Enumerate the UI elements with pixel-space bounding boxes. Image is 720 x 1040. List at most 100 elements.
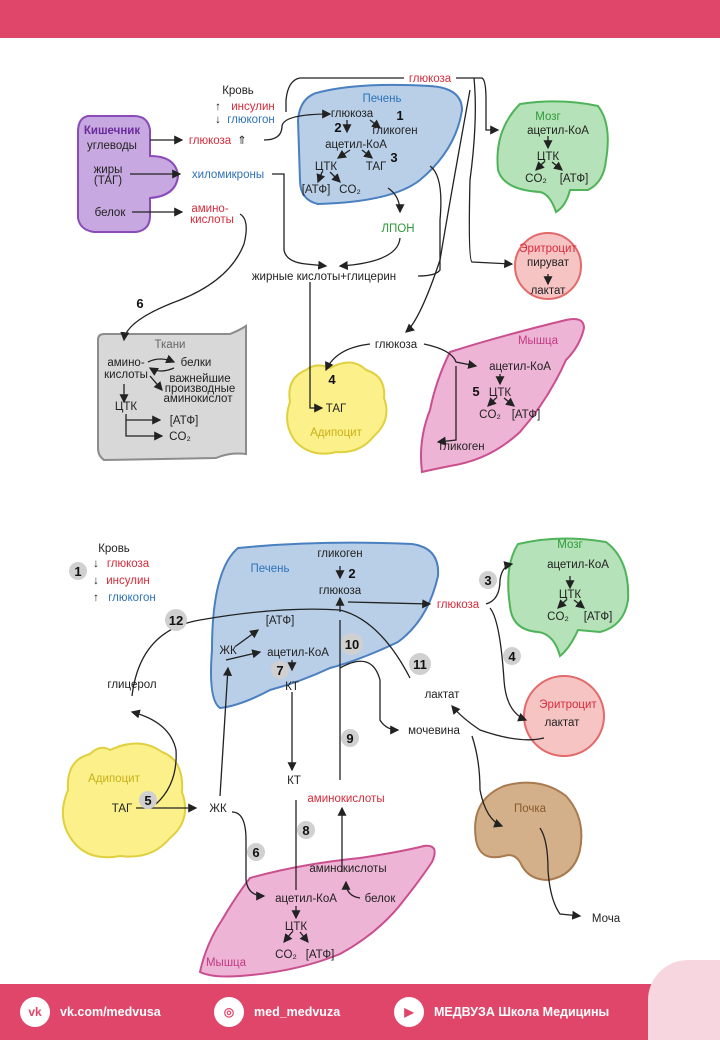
double-arrow-icon: ⇑	[237, 135, 247, 147]
tissues-deriv-3: аминокислот	[164, 393, 234, 405]
bottom-step-3: 3	[484, 573, 491, 588]
bottom-muscle-aa: аминокислоты	[309, 863, 386, 875]
bottom-step-9: 9	[346, 731, 353, 746]
tissues-proteins: белки	[181, 357, 212, 369]
up-arrow-icon: ↑	[215, 101, 221, 113]
bottom-jk-label: ЖК	[209, 803, 227, 815]
muscle-glucose-top: глюкоза	[375, 339, 418, 351]
liver-tck: ЦТК	[315, 161, 338, 173]
liver-title-top: Печень	[362, 93, 401, 105]
lactate-label: лактат	[425, 689, 461, 701]
muscle-acetylcoa: ацетил-КоА	[489, 361, 551, 373]
bottom-step-12: 12	[169, 613, 183, 628]
bottom-blood-label: Кровь	[98, 543, 130, 555]
muscle-atp: [АТФ]	[512, 409, 541, 421]
muscle-organ-bottom	[198, 844, 436, 978]
bottom-kt-label: КТ	[287, 775, 301, 787]
bottom-step-5: 5	[144, 793, 151, 808]
adipo-title-top: Адипоцит	[310, 427, 362, 439]
bottom-step-4: 4	[508, 649, 516, 664]
muscle-organ-top	[420, 318, 586, 474]
muscle-co2: CO₂	[479, 409, 501, 421]
bottom-muscle-title: Мышца	[206, 957, 247, 969]
tissues-tck: ЦТК	[115, 401, 138, 413]
bottom-muscle-atp: [АТФ]	[306, 949, 335, 961]
tissues-aa-2: кислоты	[104, 369, 148, 381]
adipocyte-top	[286, 361, 388, 455]
bottom-arrows	[130, 561, 586, 944]
top-step-2: 2	[334, 120, 341, 135]
bottom-step-7: 7	[276, 663, 283, 678]
erythrocyte-top	[514, 232, 582, 300]
ery-pyruvate: пируват	[527, 257, 570, 269]
bottom-step-2: 2	[348, 566, 355, 581]
bottom-step-8: 8	[302, 823, 309, 838]
liver-tag: ТАГ	[366, 161, 387, 173]
footer-vk[interactable]: vk vk.com/medvusa	[20, 996, 161, 1028]
glucose-in-label: глюкоза	[189, 135, 232, 147]
bottom-adipo-title: Адипоцит	[88, 773, 140, 785]
brain-organ-top	[496, 100, 609, 214]
liver-glucose: глюкоза	[331, 108, 374, 120]
tissues-deriv-1: важнейшие	[169, 373, 230, 385]
bottom-brain-tck: ЦТК	[559, 589, 582, 601]
fatty-acids-label: жирные кислоты+глицерин	[252, 271, 396, 283]
kidney-organ	[474, 781, 583, 882]
tissues-box	[97, 324, 247, 462]
adipo-tag: ТАГ	[326, 403, 347, 415]
muscle-tck: ЦТК	[489, 387, 512, 399]
liver-co2: CO₂	[339, 184, 361, 196]
youtube-icon: ▶	[394, 997, 424, 1027]
brain-atp: [АТФ]	[560, 173, 589, 185]
kidney-title: Почка	[514, 803, 547, 815]
bottom-liver-glycogen: гликоген	[317, 548, 362, 560]
bottom-liver-atp: [АТФ]	[266, 615, 295, 627]
bottom-aa-label: аминокислоты	[307, 793, 384, 805]
bottom-muscle-acetylcoa: ацетил-КоА	[275, 893, 337, 905]
bottom-step-6: 6	[252, 845, 259, 860]
brain-acetylcoa: ацетил-КоА	[527, 125, 589, 137]
bottom-brain-co2: CO₂	[547, 611, 569, 623]
header-bar	[0, 0, 720, 38]
footer-bar	[0, 984, 720, 1040]
liver-organ-bottom	[210, 541, 440, 710]
top-blood-label: Кровь	[222, 85, 254, 97]
bottom-muscle-protein: белок	[365, 893, 397, 905]
bottom-step-10: 10	[345, 637, 359, 652]
gut-title: Кишечник	[84, 125, 140, 137]
footer-vk-label: vk.com/medvusa	[60, 1005, 161, 1019]
instagram-icon: ◎	[214, 997, 244, 1027]
bottom-liver-kt: КТ	[285, 681, 299, 693]
bottom-step-1: 1	[74, 564, 81, 579]
liver-atp: [АТФ]	[302, 184, 331, 196]
erythrocyte-bottom	[523, 675, 605, 757]
bottom-brain-title: Мозг	[557, 539, 582, 551]
top-step-1: 1	[396, 108, 403, 123]
urea-label: мочевина	[408, 725, 460, 737]
lpon-label: ЛПОН	[381, 223, 414, 235]
metabolism-diagram: Кровь инсулин глюкогон ↑ ↓ Кишечник угле…	[61, 73, 630, 978]
up-arrow-icon: ↑	[93, 592, 99, 604]
adipocyte-bottom	[61, 742, 186, 859]
footer-instagram[interactable]: ◎ med_medvuza	[214, 996, 340, 1028]
bottom-liver-title: Печень	[250, 563, 289, 575]
tissues-aa-1: амино-	[107, 357, 144, 369]
glycerol-label: глицерол	[107, 679, 156, 691]
gut-organ	[77, 115, 180, 233]
chylomicrons-label: хиломикроны	[192, 169, 264, 181]
top-insulin-label: инсулин	[231, 101, 275, 113]
top-step-5: 5	[472, 384, 479, 399]
aa-label-1: амино-	[191, 203, 228, 215]
footer-youtube[interactable]: ▶ МЕДВУЗА Школа Медицины	[394, 996, 609, 1028]
bottom-ery-lactate: лактат	[545, 717, 581, 729]
brain-tck: ЦТК	[537, 151, 560, 163]
bottom-ery-title: Эритроцит	[539, 699, 597, 711]
bottom-step-badges	[69, 562, 521, 861]
gut-fats: жиры	[94, 164, 123, 176]
top-glucagon-label: глюкогон	[227, 114, 275, 126]
bottom-brain-atp: [АТФ]	[584, 611, 613, 623]
top-step-6: 6	[136, 296, 143, 311]
gut-protein: белок	[95, 207, 127, 219]
aa-label-2: кислоты	[190, 214, 234, 226]
